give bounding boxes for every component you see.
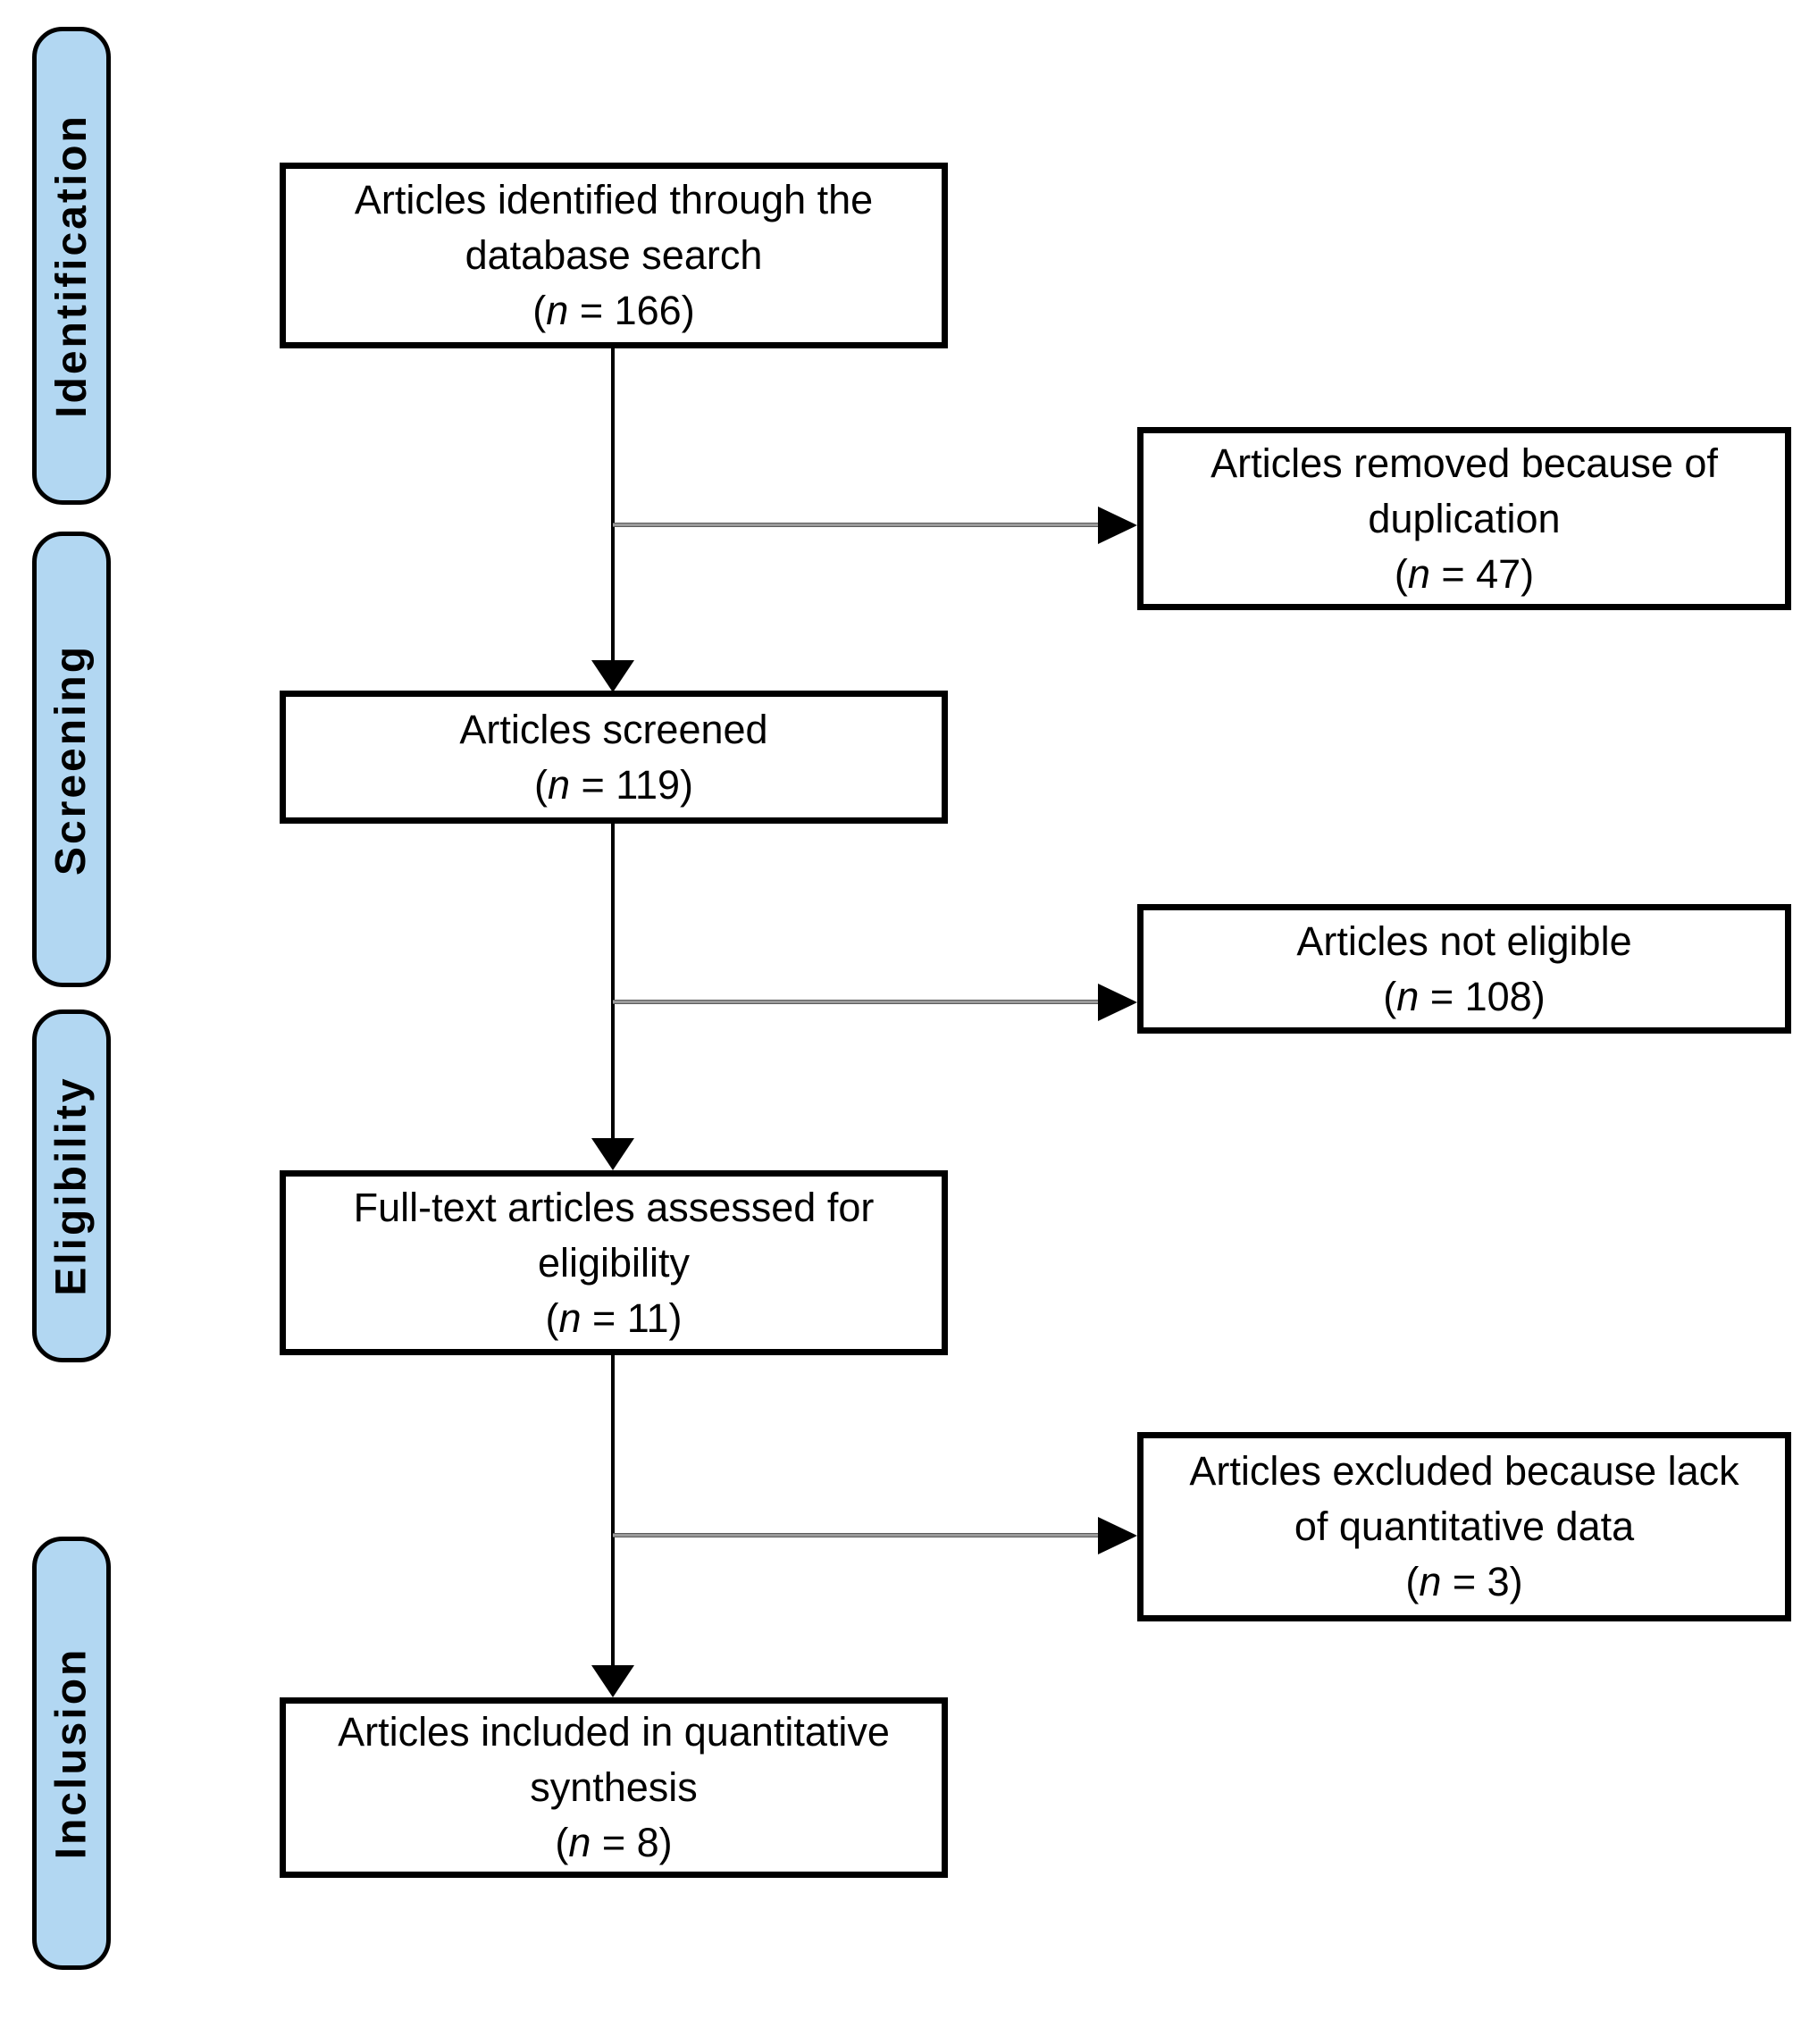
box-text-line: Articles included in quantitative xyxy=(338,1709,890,1755)
box-text-line: Articles removed because of xyxy=(1211,440,1718,486)
count-n-symbol: n xyxy=(1419,1559,1442,1604)
arrowhead-right-icon xyxy=(1098,984,1137,1021)
stage-pill-screening: Screening xyxy=(32,532,111,987)
box-text-line: synthesis xyxy=(530,1764,698,1810)
box-text-line: Articles screened xyxy=(459,706,768,752)
count-n-symbol: n xyxy=(1396,973,1420,1019)
stage-pill-inclusion: Inclusion xyxy=(32,1537,111,1970)
connector-vertical-screened-to-fulltext xyxy=(611,824,615,1140)
arrowhead-down-icon xyxy=(591,660,634,692)
box-text-line: duplication xyxy=(1368,495,1561,541)
box-text-line: database search xyxy=(465,232,763,278)
connector-horizontal-to-duplicates xyxy=(613,523,1098,527)
box-count: (n = 8) xyxy=(555,1820,673,1865)
count-n-symbol: n xyxy=(568,1820,591,1865)
count-n-symbol: n xyxy=(546,288,569,333)
box-count: (n = 47) xyxy=(1394,550,1535,597)
box-count: (n = 11) xyxy=(545,1294,683,1341)
side-box-duplicates-removed: Articles removed because of duplication … xyxy=(1137,427,1791,610)
flow-box-identified: Articles identified through the database… xyxy=(280,163,948,348)
connector-horizontal-to-not-eligible xyxy=(613,1000,1098,1004)
count-n-symbol: n xyxy=(1407,550,1430,597)
box-text-line: eligibility xyxy=(537,1239,691,1286)
arrowhead-right-icon xyxy=(1098,507,1137,544)
arrowhead-down-icon xyxy=(591,1138,634,1170)
flow-box-screened: Articles screened (n = 119) xyxy=(280,691,948,824)
box-text-line: Full-text articles assessed for xyxy=(353,1184,875,1230)
arrowhead-right-icon xyxy=(1098,1517,1137,1554)
stage-label-identification: Identification xyxy=(47,113,96,418)
box-count: (n = 119) xyxy=(533,761,694,808)
box-count: (n = 108) xyxy=(1383,973,1546,1019)
box-count: (n = 166) xyxy=(532,288,695,333)
box-text-line: Articles identified through the xyxy=(354,177,874,222)
stage-label-screening: Screening xyxy=(47,643,96,875)
side-box-not-eligible: Articles not eligible (n = 108) xyxy=(1137,904,1791,1034)
stage-pill-eligibility: Eligibility xyxy=(32,1009,111,1362)
count-n-symbol: n xyxy=(547,761,570,808)
box-count: (n = 3) xyxy=(1405,1559,1523,1604)
connector-vertical-fulltext-to-included xyxy=(611,1355,615,1667)
box-text-line: of quantitative data xyxy=(1294,1504,1635,1549)
stage-label-eligibility: Eligibility xyxy=(47,1076,96,1296)
stage-pill-identification: Identification xyxy=(32,27,111,505)
connector-vertical-identified-to-screened xyxy=(611,348,615,662)
count-n-symbol: n xyxy=(558,1294,582,1341)
flow-box-fulltext-assessed: Full-text articles assessed for eligibil… xyxy=(280,1170,948,1355)
stage-label-inclusion: Inclusion xyxy=(47,1646,96,1860)
flow-box-included: Articles included in quantitative synthe… xyxy=(280,1697,948,1878)
box-text-line: Articles not eligible xyxy=(1296,917,1632,964)
arrowhead-down-icon xyxy=(591,1665,634,1697)
connector-horizontal-to-excluded xyxy=(613,1533,1098,1537)
side-box-excluded-no-quantitative-data: Articles excluded because lack of quanti… xyxy=(1137,1432,1791,1621)
box-text-line: Articles excluded because lack xyxy=(1189,1448,1739,1494)
